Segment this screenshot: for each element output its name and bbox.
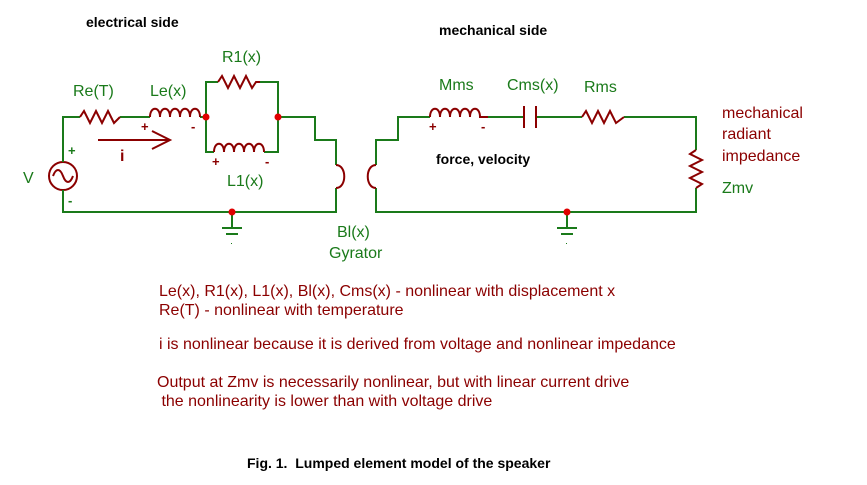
current-arrow [98,130,173,150]
source-plus: + [68,143,76,158]
mms-plus: + [429,119,437,134]
force-velocity-label: force, velocity [436,151,530,167]
current-label: i [120,148,124,165]
circuit-nodes [202,113,571,216]
note-output-line1: Output at Zmv is necessarily nonlinear, … [157,374,630,391]
ground-symbols [222,227,577,235]
le-inductor [149,107,201,118]
l1-plus: + [212,154,220,169]
radiant-label-line3: impedance [722,148,800,165]
rms-label: Rms [584,79,617,96]
note-nonlinear-temperature: Re(T) - nonlinear with temperature [159,302,404,319]
ground-dots [231,243,567,244]
electrical-side-heading: electrical side [86,14,179,30]
le-label: Le(x) [150,83,186,100]
gyrator-right [366,164,377,189]
source-label: V [23,170,34,187]
mms-minus: - [481,119,485,134]
zmv-label: Zmv [722,180,753,197]
mms-inductor [429,107,488,118]
mms-label: Mms [439,77,474,94]
figure-caption: Fig. 1. Lumped element model of the spea… [247,455,551,471]
note-output-line2: the nonlinearity is lower than with volt… [157,393,493,410]
circuit-wires [62,81,697,228]
re-label: Re(T) [73,83,114,100]
cms-capacitor [523,106,537,128]
le-minus: - [191,119,195,134]
gyrator-value-label: Bl(x) [337,224,370,241]
mechanical-side-heading: mechanical side [439,22,547,38]
cms-label: Cms(x) [507,77,559,94]
gyrator-name-label: Gyrator [329,245,383,262]
note-current-nonlinear: i is nonlinear because it is derived fro… [159,336,676,353]
le-plus: + [141,119,149,134]
re-resistor [79,108,121,126]
l1-label: L1(x) [227,173,263,190]
r1-label: R1(x) [222,49,261,66]
gyrator-left [335,164,346,189]
l1-inductor [213,142,265,153]
rms-resistor [581,108,625,126]
note-nonlinear-displacement: Le(x), R1(x), L1(x), Bl(x), Cms(x) - non… [159,283,616,300]
zmv-resistor [687,149,705,189]
r1-resistor [217,73,260,91]
source-minus: - [68,193,72,208]
radiant-label-line2: radiant [722,126,771,143]
l1-minus: - [265,154,269,169]
radiant-label-line1: mechanical [722,105,803,122]
polarity-marks: + - + - + - + - [68,119,485,208]
